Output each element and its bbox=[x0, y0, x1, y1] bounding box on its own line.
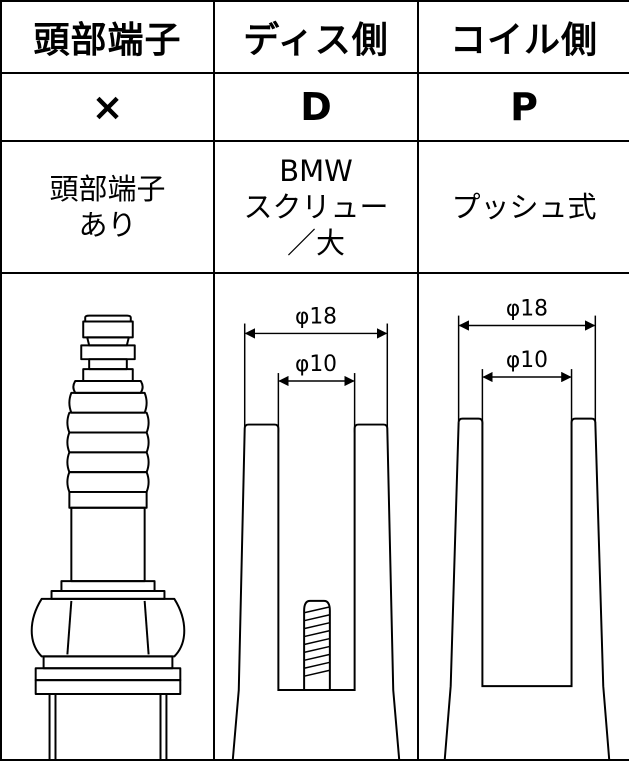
terminal-collar bbox=[80, 344, 136, 361]
code-head-terminal: × bbox=[0, 72, 215, 142]
boot-outline bbox=[457, 417, 611, 760]
hex-nut bbox=[30, 597, 186, 658]
insulator-ribs bbox=[66, 379, 150, 493]
spark-plug-drawing bbox=[30, 314, 186, 760]
gasket-upper bbox=[34, 667, 182, 682]
header-coil-side: コイル側 bbox=[417, 0, 629, 74]
header-dis-side: ディス側 bbox=[213, 0, 419, 74]
screw-threads bbox=[303, 606, 331, 677]
insulator-body bbox=[70, 506, 146, 583]
dim-outer-label: φ18 bbox=[506, 297, 548, 322]
terminal-neck bbox=[86, 336, 130, 347]
description-row: 頭部端子 あり BMW スクリュー ／大 プッシュ式 bbox=[0, 140, 629, 274]
boot-left-wall bbox=[443, 422, 460, 760]
coil-side-cell: φ18 φ10 bbox=[417, 271, 629, 761]
desc-line: スクリュー bbox=[243, 190, 389, 224]
desc-line: プッシュ式 bbox=[451, 190, 597, 224]
dim-outer-label: φ18 bbox=[295, 305, 337, 330]
desc-line: あり bbox=[78, 208, 137, 242]
desc-line: BMW bbox=[279, 154, 353, 188]
desc-head-terminal: 頭部端子 あり bbox=[0, 140, 215, 274]
terminal-top bbox=[84, 314, 132, 323]
desc-line: ／大 bbox=[286, 226, 345, 260]
header-row: 頭部端子 ディス側 コイル側 bbox=[0, 0, 629, 74]
hex-edge bbox=[66, 600, 73, 655]
desc-dis-side: BMW スクリュー ／大 bbox=[213, 140, 419, 274]
boot-left-wall bbox=[231, 428, 246, 760]
dim-inner-label: φ10 bbox=[506, 348, 548, 373]
gasket-lower bbox=[34, 679, 182, 696]
dis-side-drawing: φ18 φ10 bbox=[231, 305, 401, 760]
dis-side-cell: φ18 φ10 bbox=[213, 271, 419, 761]
dim-inner-label: φ10 bbox=[295, 352, 337, 377]
shell-crimp bbox=[60, 580, 156, 592]
screw-body bbox=[303, 599, 331, 692]
insulator-cap bbox=[82, 368, 134, 382]
terminal-post bbox=[88, 358, 128, 371]
code-coil-side: P bbox=[417, 72, 629, 142]
code-dis-side: D bbox=[213, 72, 419, 142]
coil-side-drawing: φ18 φ10 bbox=[443, 297, 611, 760]
insulator-band bbox=[68, 490, 148, 509]
shell-collar bbox=[50, 589, 166, 600]
spark-plug-cell bbox=[0, 271, 215, 761]
hex-edge bbox=[143, 600, 150, 655]
boot-outline bbox=[243, 423, 401, 760]
drawing-row: φ18 φ10 bbox=[0, 271, 629, 761]
terminal-nut bbox=[82, 320, 134, 339]
shell-body bbox=[42, 655, 174, 670]
desc-line: 頭部端子 bbox=[49, 172, 166, 206]
code-row: × D P bbox=[0, 72, 629, 142]
desc-coil-side: プッシュ式 bbox=[417, 140, 629, 274]
header-head-terminal: 頭部端子 bbox=[0, 0, 215, 74]
